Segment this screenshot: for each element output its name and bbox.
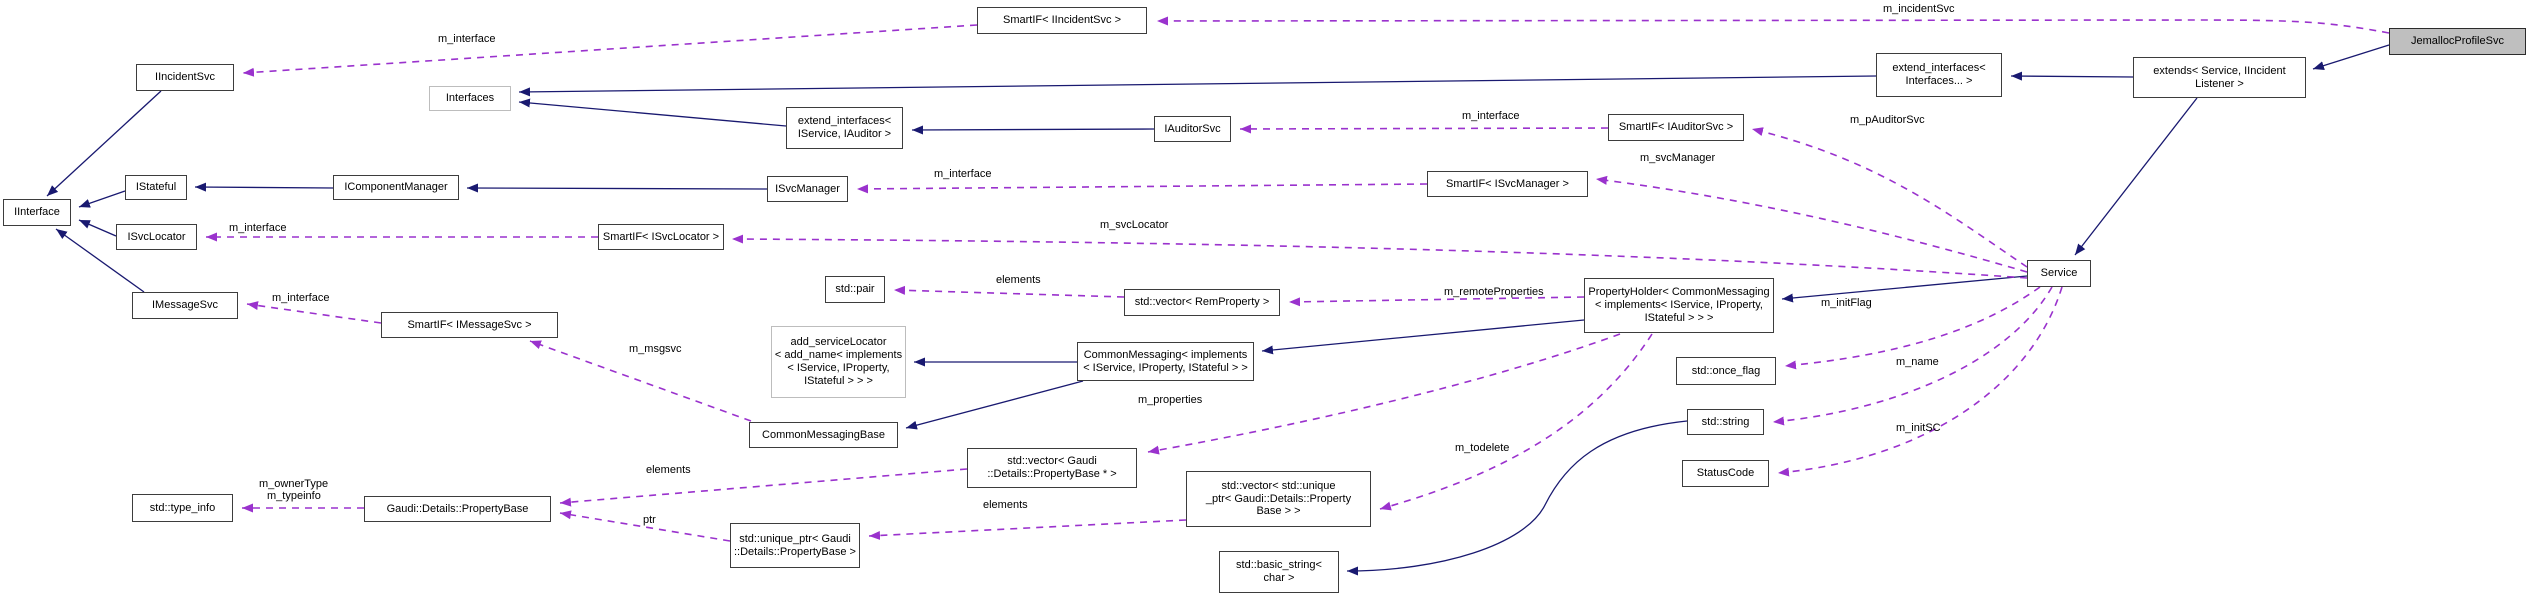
edge-usage-service-statuscode [1777,286,2063,477]
edge-label-m-interface-isvcmanager: m_interface [934,168,992,180]
edge-usage-propertyholder-vectoruniqueptr [1379,333,1653,511]
edge-label-m-todelete: m_todelete [1455,442,1510,454]
edge-usage-uniqueptr-propertybase [559,510,731,542]
edge-usage-jemalloc-smartifiincident [1156,16,2390,34]
node-std-pair[interactable]: std::pair [825,276,885,303]
node-icomponentmanager[interactable]: IComponentManager [333,175,459,200]
edge-inherit-imessagesvc-iinterface [55,228,145,293]
edge-inherit-service-propertyholder [1781,275,2028,303]
node-smartif-iauditorsvc[interactable]: SmartIF< IAuditorSvc > [1608,114,1744,141]
node-commonmessagingbase[interactable]: CommonMessagingBase [749,422,898,448]
edge-usage-service-smartifiauditor [1751,127,2028,268]
edge-usage-vectoruniqueptr-uniqueptr [868,519,1187,540]
edge-label-elements-pair: elements [996,274,1041,286]
edge-inherit-jemalloc-extends [2312,44,2390,70]
node-isvclocator[interactable]: ISvcLocator [116,224,197,250]
node-std-vector-uniqueptr-propertybase[interactable]: std::vector< std::unique _ptr< Gaudi::De… [1186,471,1371,527]
node-iauditorsvc[interactable]: IAuditorSvc [1154,116,1231,142]
edge-label-m-msgsvc: m_msgsvc [629,343,682,355]
edge-usage-propertyholder-vectorremproperty [1288,296,1585,307]
node-service[interactable]: Service [2027,260,2091,287]
edge-inherit-string-basicstring [1346,420,1688,576]
edge-label-m-properties: m_properties [1138,394,1203,406]
node-add-servicelocator: add_serviceLocator < add_name< implement… [771,326,906,398]
node-interfaces: Interfaces [429,86,511,111]
node-gaudi-details-propertybase[interactable]: Gaudi::Details::PropertyBase [364,496,551,522]
node-commonmessaging[interactable]: CommonMessaging< implements < IService, … [1077,342,1254,381]
node-smartif-imessagesvc[interactable]: SmartIF< IMessageSvc > [381,312,558,338]
edge-usage-commonmessagingbase-smartifimessagesvc [529,340,752,422]
edge-inherit-extends-service [2074,97,2198,256]
node-std-vector-remproperty[interactable]: std::vector< RemProperty > [1124,289,1280,316]
edge-inherit-propertyholder-commonmessaging [1261,319,1585,355]
node-std-once-flag[interactable]: std::once_flag [1676,357,1776,385]
edge-label-m-svcmanager: m_svcManager [1640,152,1716,164]
edge-label-m-typeinfo: m_typeinfo [267,490,321,502]
node-smartif-iincidentsvc[interactable]: SmartIF< IIncidentSvc > [977,7,1147,34]
node-extends-service-iincidentlistener[interactable]: extends< Service, IIncident Listener > [2133,57,2306,98]
node-std-type-info[interactable]: std::type_info [132,494,233,522]
edge-label-m-svclocator: m_svcLocator [1100,219,1169,231]
edge-usage-service-smartifisvclocator [731,234,2028,279]
edge-label-m-interface-imessagesvc: m_interface [272,292,330,304]
edge-usage-smartifimessagesvc-imessagesvc [246,301,382,324]
edge-label-m-incidentsvc: m_incidentSvc [1883,3,1955,15]
edge-label-m-name: m_name [1896,356,1939,368]
edge-usage-service-onceflag [1784,286,2041,370]
edge-inherit-extends-extendinterfaces [2010,71,2134,81]
edge-inherit-commonmessaging-commonmessagingbase [905,380,1084,430]
edge-inherit-extendinterfaces2-interfaces [518,98,787,127]
edge-inherit-iincidentsvc-iinterface [46,90,162,197]
edge-label-m-remoteproperties: m_remoteProperties [1444,286,1544,298]
node-iinterface[interactable]: IInterface [3,199,71,226]
edge-label-m-pauditorsvc: m_pAuditorSvc [1850,114,1925,126]
edge-inherit-isvcmanager-icomponentmanager [466,183,768,193]
edge-label-m-ownertype: m_ownerType [259,478,329,490]
edge-usage-smartifiincident-iincidentsvc [242,24,978,77]
node-istateful[interactable]: IStateful [125,175,187,200]
node-std-string[interactable]: std::string [1687,409,1764,435]
edge-usage-vectorremproperty-stdpair [893,285,1125,298]
edge-inherit-extendinterfaces-interfaces [518,75,1877,97]
edge-usage-smartifiauditor-iauditorsvc [1239,124,1609,134]
node-imessagesvc[interactable]: IMessageSvc [132,292,238,319]
edge-label-m-initsc: m_initSC [1896,422,1941,434]
edge-label-m-interface-isvclocator: m_interface [229,222,287,234]
node-smartif-isvcmanager[interactable]: SmartIF< ISvcManager > [1427,171,1588,197]
node-iincidentsvc[interactable]: IIncidentSvc [136,64,234,91]
node-isvcmanager[interactable]: ISvcManager [767,176,848,202]
edge-label-m-interface-iincidentsvc: m_interface [438,33,496,45]
edge-usage-service-string [1772,286,2053,426]
edge-label-ptr: ptr [643,514,656,526]
edge-usage-vectorpropertybaseptr-propertybase [559,468,968,507]
node-jemallocprofilesvc: JemallocProfileSvc [2389,28,2526,55]
node-smartif-isvclocator[interactable]: SmartIF< ISvcLocator > [598,224,724,250]
node-extend-interfaces-iservice-iauditor[interactable]: extend_interfaces< IService, IAuditor > [786,107,903,149]
node-extend-interfaces-interfaces[interactable]: extend_interfaces< Interfaces... > [1876,53,2002,97]
node-std-basic-string-char[interactable]: std::basic_string< char > [1219,551,1339,593]
node-std-unique-ptr-propertybase[interactable]: std::unique_ptr< Gaudi ::Details::Proper… [730,523,860,568]
edge-label-elements-uniqueptr: elements [983,499,1028,511]
node-std-vector-propertybase-ptr[interactable]: std::vector< Gaudi ::Details::PropertyBa… [967,448,1137,488]
edge-usage-smartifisvcmanager-isvcmanager [856,183,1428,194]
edge-inherit-istateful-iinterface [78,190,126,208]
node-statuscode[interactable]: StatusCode [1682,460,1769,487]
edge-inherit-isvclocator-iinterface [78,219,117,237]
edge-label-m-initflag: m_initFlag [1821,297,1872,309]
edge-inherit-icomponentmanager-istateful [194,182,334,192]
edge-usage-service-smartifisvcmanager [1595,175,2028,273]
node-propertyholder[interactable]: PropertyHolder< CommonMessaging < implem… [1584,278,1774,333]
edge-usage-propertyholder-vectorpropertybaseptr [1147,333,1621,455]
edge-label-elements-propertybase: elements [646,464,691,476]
edge-inherit-iauditorsvc-extendinterfaces2 [911,125,1155,135]
edge-label-m-interface-iauditorsvc: m_interface [1462,110,1520,122]
